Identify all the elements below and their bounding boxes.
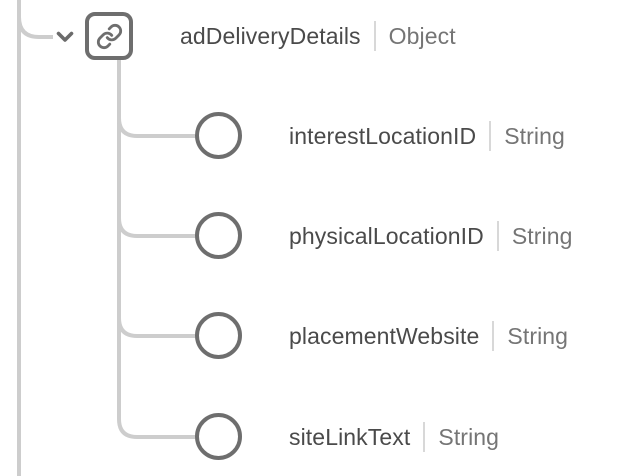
type-divider xyxy=(489,121,492,151)
child-branch-line-1 xyxy=(117,117,195,138)
type-divider xyxy=(496,221,499,251)
field-name[interactable]: siteLinkText xyxy=(289,423,411,450)
child-branch-line-4 xyxy=(117,418,195,439)
field-type: String xyxy=(511,222,573,249)
link-icon xyxy=(96,23,122,49)
circle-field-icon[interactable] xyxy=(195,212,242,259)
object-node-button[interactable] xyxy=(85,12,133,60)
child-branch-line-3 xyxy=(117,317,195,338)
child-label-group: siteLinkText String xyxy=(289,413,499,461)
tree-node-child: siteLinkText String xyxy=(0,413,631,461)
type-divider xyxy=(423,422,426,452)
field-name[interactable]: physicalLocationID xyxy=(289,222,484,249)
field-name[interactable]: interestLocationID xyxy=(289,122,477,149)
field-type: String xyxy=(438,423,500,450)
field-type: String xyxy=(504,122,565,149)
field-name[interactable]: adDeliveryDetails xyxy=(180,22,361,49)
circle-field-icon[interactable] xyxy=(195,112,242,159)
field-type: Object xyxy=(388,22,456,49)
tree-node-child: interestLocationID String xyxy=(0,112,631,160)
child-label-group: physicalLocationID String xyxy=(289,212,573,260)
tree-node-child: physicalLocationID String xyxy=(0,212,631,260)
expand-collapse-toggle[interactable] xyxy=(54,27,76,47)
child-branch-line-2 xyxy=(117,217,195,238)
field-type: String xyxy=(507,322,569,349)
circle-field-icon[interactable] xyxy=(195,413,242,460)
tree-node-root: adDeliveryDetails Object xyxy=(0,0,631,72)
tree-node-child: placementWebsite String xyxy=(0,312,631,360)
type-divider xyxy=(492,321,495,351)
root-branch-line xyxy=(17,16,53,39)
chevron-down-icon xyxy=(56,31,74,42)
root-label-group: adDeliveryDetails Object xyxy=(180,12,456,60)
field-name[interactable]: placementWebsite xyxy=(289,322,480,349)
child-label-group: interestLocationID String xyxy=(289,112,565,160)
type-divider xyxy=(373,21,376,51)
child-label-group: placementWebsite String xyxy=(289,312,568,360)
circle-field-icon[interactable] xyxy=(195,312,242,359)
